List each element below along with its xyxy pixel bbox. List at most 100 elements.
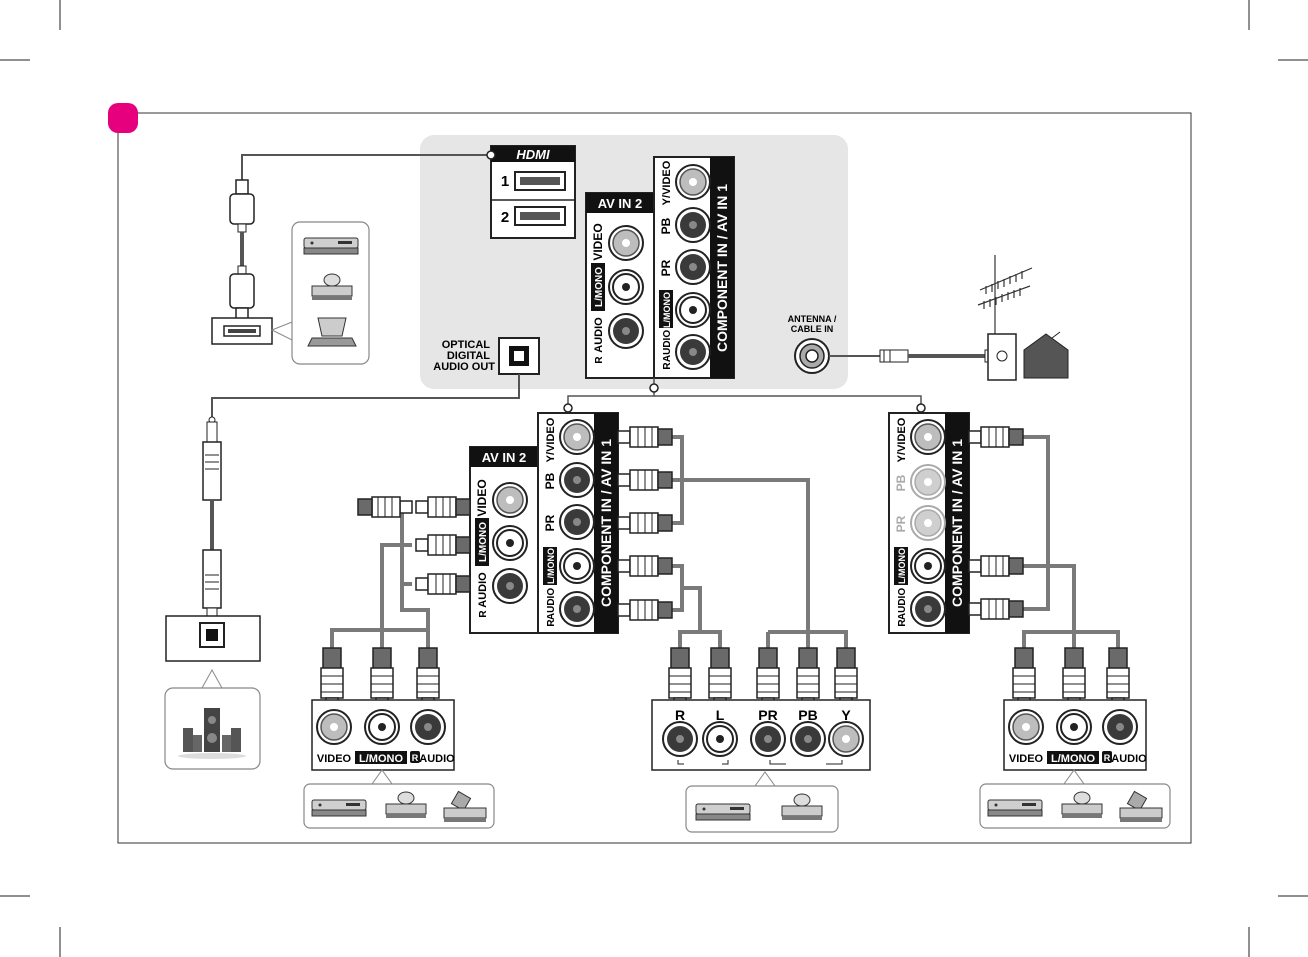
av-in-2-detail-header: AV IN 2	[482, 450, 527, 465]
av-in-2-lmono-label: L/MONO	[594, 267, 605, 307]
optical-plug-icon	[202, 416, 222, 623]
component-audio-label: AUDIO	[662, 330, 673, 362]
component-pr-label: PR	[659, 259, 673, 276]
hdmi-port-2-label: 2	[501, 209, 509, 226]
composite-devices-left	[303, 769, 495, 829]
optical-label-2: DIGITAL	[447, 350, 490, 362]
rca-plug-icon	[415, 573, 471, 595]
component-lmono-label: L/MONO	[662, 292, 672, 328]
component-audio-r-jack[interactable]	[675, 334, 711, 370]
av-in-2-header: AV IN 2	[598, 196, 643, 211]
left-device-audio-r-label: R	[412, 753, 419, 763]
left-device-lmono-label: L/MONO	[359, 753, 403, 765]
av-in-2-video-label: VIDEO	[591, 223, 605, 260]
rca-plug-icon	[968, 555, 1024, 577]
component-a-yvideo-label: Y/VIDEO	[545, 417, 557, 462]
av-in-2-detail-video-jack[interactable]	[492, 482, 528, 518]
mid-device-pr-label: PR	[758, 707, 777, 723]
hdmi-port-1-label: 1	[501, 173, 509, 190]
rca-plug-icon	[617, 512, 673, 534]
antenna-port[interactable]	[794, 338, 830, 374]
rca-plug-icon	[617, 599, 673, 621]
vcr-icon	[1119, 790, 1163, 822]
component-lmono-jack[interactable]	[675, 292, 711, 328]
av-in-2-detail-lmono-jack[interactable]	[492, 525, 528, 561]
vcr-icon	[443, 790, 487, 822]
dvd-player-icon	[303, 237, 359, 255]
mid-device-pb-jack	[790, 721, 826, 757]
component-pr-jack[interactable]	[675, 249, 711, 285]
component-a-audio-r-label: R	[546, 619, 557, 627]
mid-device-r-label: R	[675, 707, 685, 723]
dvd-player-icon	[311, 799, 367, 817]
optical-label-3: AUDIO OUT	[433, 361, 495, 373]
av-in-2-panel: AV IN 2 VIDEO L/MONO AUDIO R	[585, 192, 655, 379]
component-pb-jack[interactable]	[675, 207, 711, 243]
component-yvideo-label: Y/VIDEO	[661, 160, 673, 205]
accent-marker	[108, 103, 138, 133]
av-in-2-audio-r-jack[interactable]	[608, 313, 644, 349]
component-a-lmono-jack[interactable]	[559, 548, 595, 584]
composite-devices-right	[979, 769, 1171, 829]
component-a-pb-jack[interactable]	[559, 462, 595, 498]
component-pb-label: PB	[659, 217, 673, 234]
left-device-audio-jack	[410, 709, 446, 745]
right-device-video-jack	[1008, 709, 1044, 745]
composite-device-panel-right: VIDEO L/MONO R AUDIO	[1003, 699, 1147, 771]
rca-plug-icon	[415, 496, 471, 518]
component-a-lmono-label: L/MONO	[546, 548, 556, 584]
right-device-audio-jack	[1102, 709, 1138, 745]
component-b-audio-r-label: R	[897, 619, 908, 627]
left-device-audio-label: AUDIO	[419, 753, 455, 765]
rca-plug-icon	[415, 534, 471, 556]
component-a-yvideo-jack[interactable]	[559, 419, 595, 455]
component-a-audio-label: AUDIO	[546, 588, 557, 620]
hdmi-plug-icon	[229, 179, 255, 323]
component-b-yvideo-label: Y/VIDEO	[896, 417, 908, 462]
component-title: COMPONENT IN / AV IN 1	[714, 184, 730, 352]
component-a-pr-jack[interactable]	[559, 504, 595, 540]
diagram-frame	[117, 112, 1192, 844]
component-yvideo-jack[interactable]	[675, 164, 711, 200]
disc-player-icon	[781, 793, 823, 820]
hdmi-port-1[interactable]	[514, 171, 566, 191]
component-b-audio-label: AUDIO	[897, 588, 908, 620]
component-b-audio-r-jack[interactable]	[910, 591, 946, 627]
component-a-pr-label: PR	[543, 514, 557, 531]
component-b-yvideo-jack[interactable]	[910, 419, 946, 455]
hdmi-source-devices	[270, 221, 370, 365]
mid-device-r-jack	[662, 721, 698, 757]
av-in-2-detail-audio-r-jack[interactable]	[492, 568, 528, 604]
speaker-system-icon	[164, 668, 261, 770]
antenna-label-1: ANTENNA /	[788, 314, 837, 324]
dvd-player-icon	[987, 799, 1043, 817]
component-audio-r-label: R	[662, 362, 673, 370]
antenna-block: ANTENNA / CABLE IN	[788, 314, 837, 374]
component-b-lmono-label: L/MONO	[897, 548, 907, 584]
speaker-optical-port	[165, 615, 261, 662]
optical-cable	[211, 374, 520, 420]
antenna-label-2: CABLE IN	[791, 324, 834, 334]
av-in-2-detail-audio-r-label: R	[478, 610, 489, 618]
component-b-pb-label: PB	[894, 474, 908, 491]
dvd-player-icon	[695, 803, 751, 821]
mid-device-y-label: Y	[841, 707, 851, 723]
hdmi-port-2[interactable]	[514, 206, 566, 226]
right-device-lmono-jack	[1056, 709, 1092, 745]
component-b-pr-jack	[910, 505, 946, 541]
av-in-2-lmono-jack[interactable]	[608, 269, 644, 305]
av-in-2-video-jack[interactable]	[608, 225, 644, 261]
laptop-icon	[307, 317, 357, 347]
mid-device-y-jack	[828, 721, 864, 757]
disc-player-icon	[311, 273, 353, 300]
component-devices	[685, 771, 839, 833]
av-in-2-panel-detail: AV IN 2 VIDEO L/MONO AUDIO R	[469, 446, 539, 634]
component-a-audio-r-jack[interactable]	[559, 591, 595, 627]
component-b-lmono-jack[interactable]	[910, 548, 946, 584]
component-panel-detail-a: COMPONENT IN / AV IN 1 Y/VIDEO PB PR L/M…	[537, 412, 619, 634]
component-b-title: COMPONENT IN / AV IN 1	[949, 439, 965, 607]
av-in-2-audio-r-label: R	[594, 356, 605, 364]
left-device-video-label: VIDEO	[317, 753, 352, 765]
